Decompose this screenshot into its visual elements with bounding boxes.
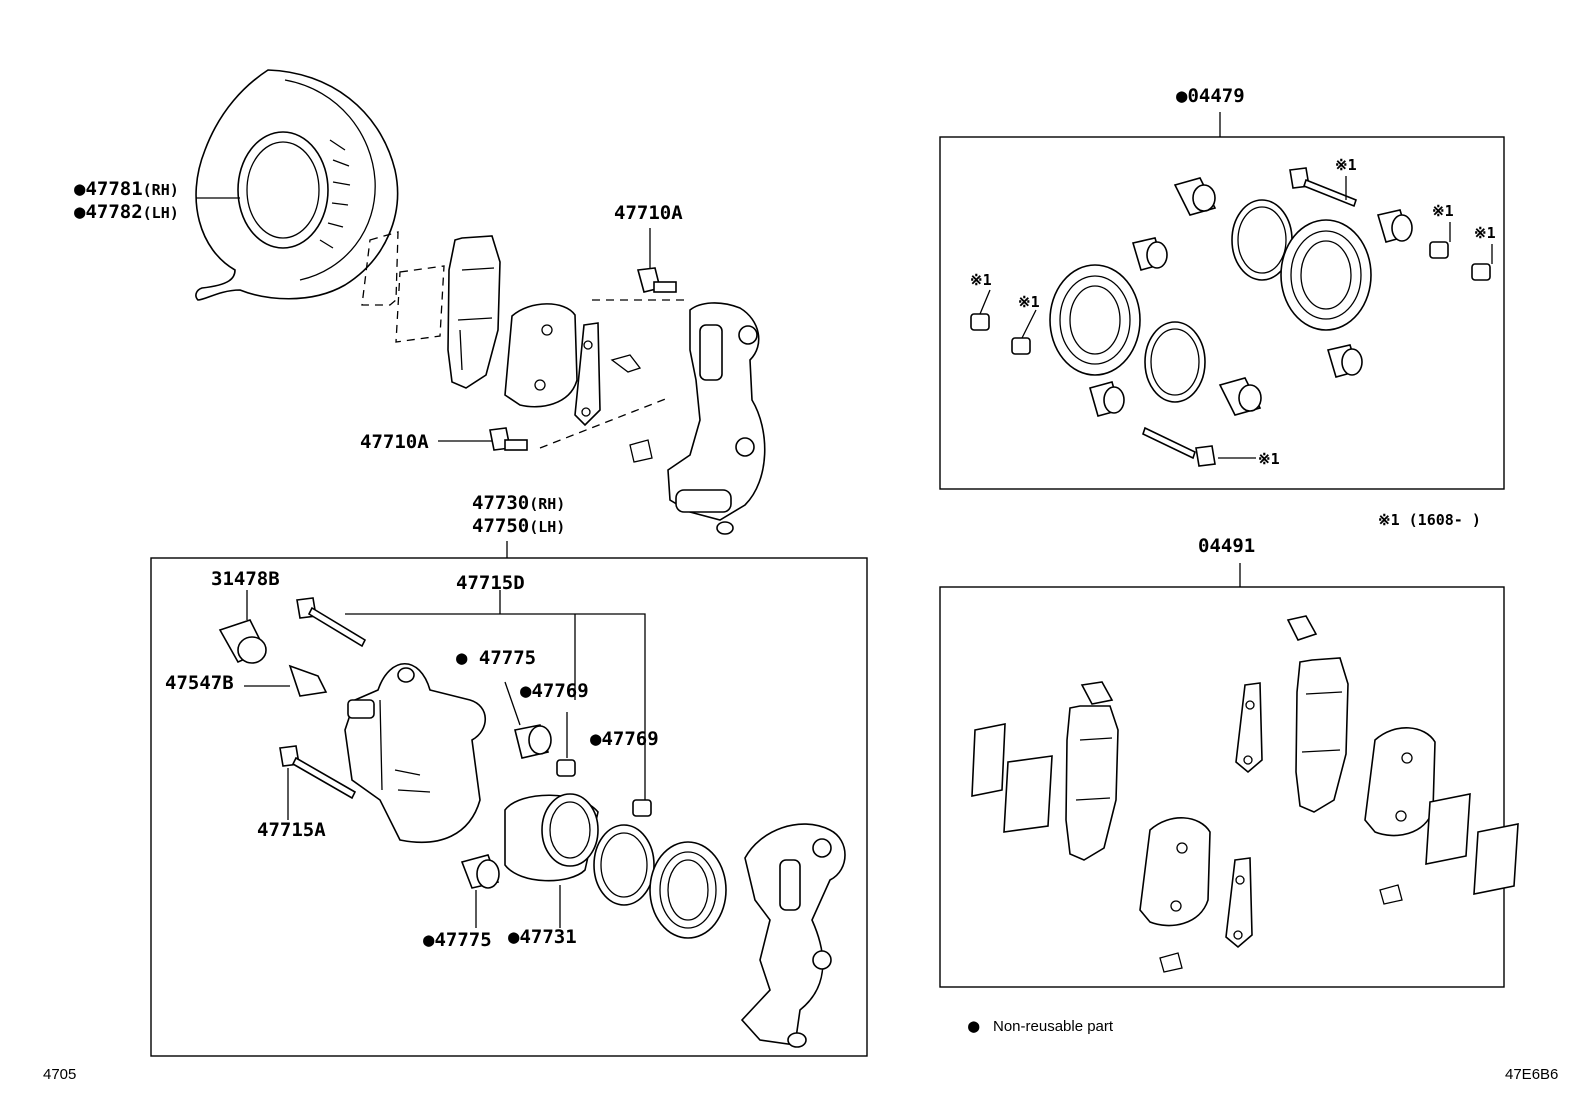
dust-boot-drawing (649, 841, 727, 939)
label-47775-upper: ● 47775 (456, 647, 536, 669)
slide-pin-47715D-drawing (296, 597, 367, 648)
label-04479: ●04479 (1176, 85, 1245, 107)
caliper-assembly-box (150, 557, 868, 1057)
boot-47775-lower-drawing (460, 854, 500, 889)
mark-1-c: ※1 (1474, 224, 1496, 242)
mark-note: ※1 (1608- ) (1378, 511, 1481, 529)
svg-text:47730(RH): 47730(RH) (472, 492, 565, 514)
label-04491: 04491 (1198, 535, 1255, 557)
mark-1-e: ※1 (1018, 293, 1040, 311)
label-47782: ●47782 (74, 201, 143, 223)
footer-left-code: 4705 (43, 1066, 76, 1083)
pad-kit-box (939, 586, 1505, 988)
label-47781: ●47781 (74, 178, 143, 200)
mark-1-d: ※1 (970, 271, 992, 289)
label-47750: 47750 (472, 515, 529, 537)
pad-kit-parts-drawing (971, 615, 1519, 973)
mark-1-a: ※1 (1335, 156, 1357, 174)
bushing-31478B-drawing (218, 619, 267, 664)
mark-1-f: ※1 (1258, 450, 1280, 468)
caliper-carrier-top-drawing (667, 302, 766, 535)
label-47710A-top: 47710A (614, 202, 683, 224)
piston-47731-drawing (504, 793, 599, 882)
bleeder-47547B-drawing (288, 664, 328, 697)
label-47750-side: (LH) (529, 518, 565, 536)
boot-47775-upper-drawing (514, 724, 552, 759)
seal-kit-box (939, 136, 1505, 490)
top-pads-drawing (361, 231, 690, 463)
label-47769-b: ●47769 (590, 728, 659, 750)
caliper-carrier-bottom-drawing (740, 823, 846, 1048)
legend-text: Non-reusable part (993, 1018, 1114, 1035)
dust-shield-drawing (195, 69, 399, 301)
label-31478B: 31478B (211, 568, 280, 590)
label-47715A: 47715A (257, 819, 326, 841)
label-47781-side: (RH) (143, 181, 179, 199)
seal-ring-drawing (593, 824, 655, 906)
label-47730: 47730 (472, 492, 529, 514)
caliper-body-drawing (344, 663, 486, 844)
bush-47769-a-drawing (556, 759, 576, 777)
label-47710A-mid: 47710A (360, 431, 429, 453)
legend-dot: ● (968, 1015, 980, 1037)
label-47730-side: (RH) (529, 495, 565, 513)
footer-right-code: 47E6B6 (1505, 1066, 1558, 1083)
bolt-47710A-mid-drawing (489, 427, 528, 451)
svg-text:47750(LH): 47750(LH) (472, 515, 565, 537)
seal-kit-parts-drawing (970, 167, 1491, 467)
label-47769-a: ●47769 (520, 680, 589, 702)
label-47715D: 47715D (456, 572, 525, 594)
bolt-47710A-top-drawing (636, 267, 677, 293)
label-47731: ●47731 (508, 926, 577, 948)
guide-bolt-47715A-drawing (279, 745, 357, 800)
bush-47769-b-drawing (632, 799, 652, 817)
svg-text:●47781(RH): ●47781(RH) (74, 178, 179, 200)
label-47782-side: (LH) (143, 204, 179, 222)
svg-text:●47782(LH): ●47782(LH) (74, 201, 179, 223)
label-47547B: 47547B (165, 672, 234, 694)
mark-1-b: ※1 (1432, 202, 1454, 220)
label-47775-lower: ●47775 (423, 929, 492, 951)
